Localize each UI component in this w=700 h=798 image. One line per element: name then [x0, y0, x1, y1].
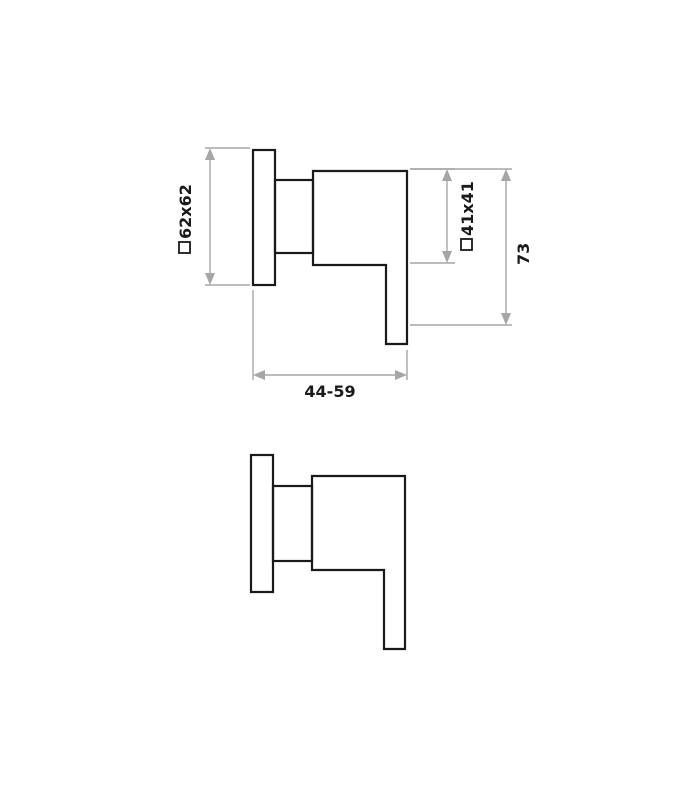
dim-height: 73 [410, 168, 533, 326]
spindle [273, 178, 315, 255]
mixer-bottom-view [249, 453, 407, 651]
dim-handle: 41x41 [410, 168, 477, 264]
wall-plate [249, 453, 275, 594]
plate-size-label: 62x62 [176, 184, 195, 239]
height-label: 73 [514, 243, 533, 265]
lever-handle [311, 169, 409, 346]
mixer-top-view [251, 148, 409, 346]
square-icon [460, 238, 473, 251]
spindle [271, 484, 314, 563]
depth-label: 44-59 [304, 382, 355, 401]
dim-plate: 62x62 [176, 147, 250, 286]
handle-size-label: 41x41 [458, 181, 477, 236]
dim-depth: 44-59 [252, 290, 408, 401]
square-icon [178, 241, 191, 254]
lever-handle [310, 474, 407, 651]
wall-plate [251, 148, 277, 287]
